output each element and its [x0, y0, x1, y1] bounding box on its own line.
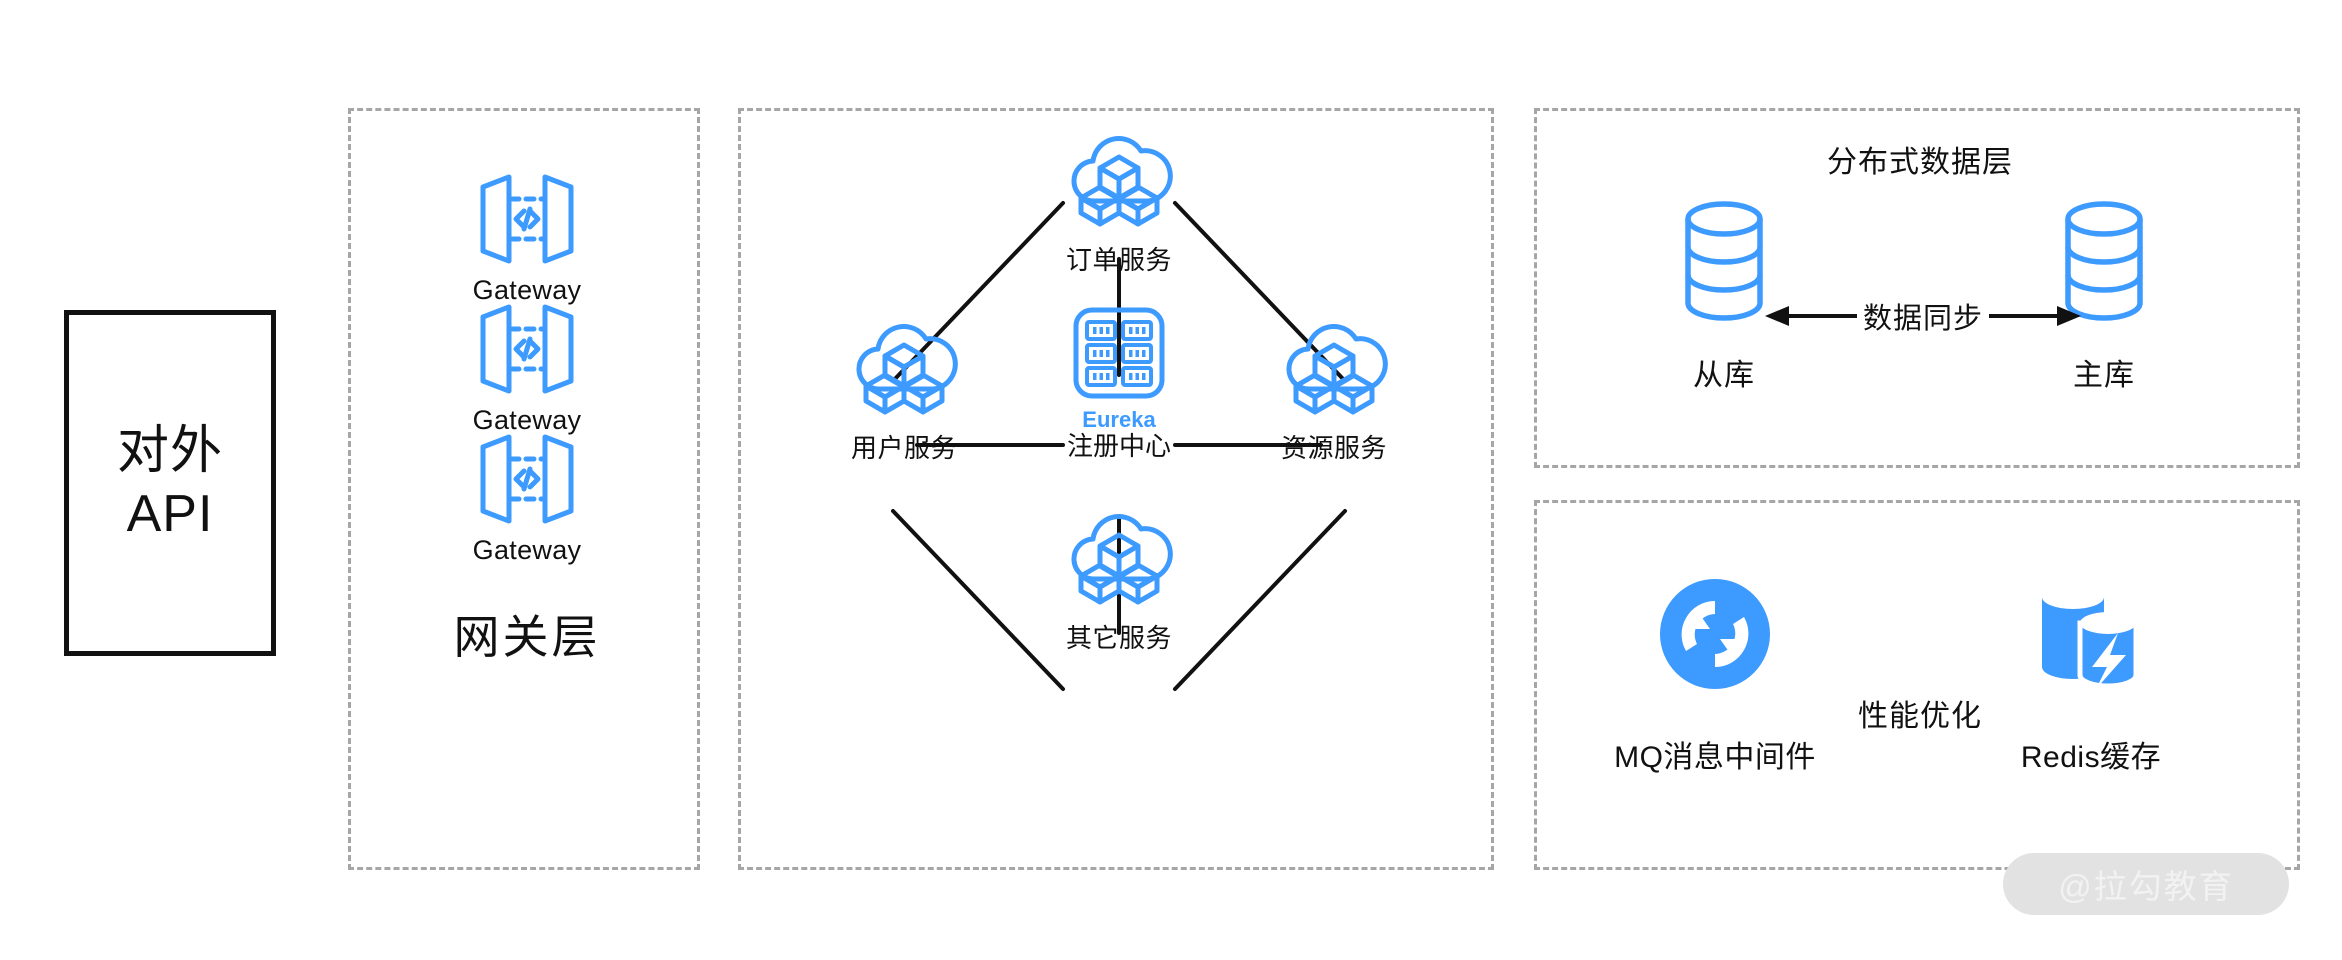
- data-layer-group: 分布式数据层 从库 主库: [1534, 108, 2300, 468]
- gateway-node-3-label: Gateway: [472, 535, 582, 565]
- arrow-right-icon: [1989, 306, 2081, 326]
- cloud-cubes-icon: [1071, 136, 1173, 227]
- edge-user-order: [891, 201, 1065, 383]
- service-layer-group: 订单服务 用户服务: [738, 108, 1494, 870]
- performance-layer-group: MQ消息中间件 Redis缓存 性能优化: [1534, 500, 2300, 870]
- external-api-line-2: API: [126, 485, 214, 543]
- cloud-cubes-icon: [1286, 324, 1388, 415]
- cloud-cubes-icon: [1071, 514, 1173, 605]
- arrow-left-icon: [1764, 306, 1857, 326]
- server-rack-icon: [1073, 307, 1165, 399]
- database-node-master-label: 主库: [2073, 359, 2135, 392]
- data-sync-label: 数据同步: [1862, 303, 1983, 335]
- service-node-other: 其它服务: [1004, 503, 1234, 655]
- service-registry-node: Eureka 注册中心: [1004, 303, 1234, 462]
- gateway-node-3: Gateway: [351, 429, 703, 566]
- external-api-line-1: 对外: [116, 421, 223, 480]
- api-gateway-icon: [480, 304, 574, 394]
- gateway-node-1: Gateway: [351, 169, 703, 306]
- cache-node-redis: Redis缓存: [1941, 575, 2241, 776]
- message-queue-sync-icon: [1660, 579, 1770, 689]
- external-api-box: 对外 API: [64, 310, 276, 656]
- api-gateway-icon: [480, 174, 574, 264]
- service-node-resource-label: 资源服务: [1280, 433, 1387, 463]
- service-node-order: 订单服务: [1004, 125, 1234, 277]
- middleware-node-mq: MQ消息中间件: [1565, 575, 1865, 776]
- database-cylinder-icon: [2065, 201, 2143, 321]
- database-node-slave-label: 从库: [1693, 359, 1755, 392]
- edge-order-resource: [1173, 201, 1347, 383]
- edge-user-other: [891, 509, 1065, 691]
- redis-cache-icon: [2042, 585, 2139, 689]
- gateway-layer-group: Gateway Gateway: [348, 108, 700, 870]
- service-node-resource: 资源服务: [1219, 313, 1449, 465]
- service-node-order-label: 订单服务: [1065, 245, 1172, 275]
- database-node-master: 主库: [1989, 197, 2219, 394]
- service-registry-label: 注册中心: [1066, 431, 1171, 462]
- cache-node-redis-label: Redis缓存: [2020, 741, 2162, 774]
- data-layer-title: 分布式数据层: [1827, 146, 2013, 179]
- middleware-node-mq-label: MQ消息中间件: [1614, 741, 1816, 774]
- service-node-user-label: 用户服务: [850, 433, 957, 463]
- gateway-node-2: Gateway: [351, 299, 703, 436]
- performance-layer-middle-label: 性能优化: [1858, 700, 1982, 733]
- edge-other-resource: [1173, 509, 1347, 691]
- database-cylinder-icon: [1685, 201, 1763, 321]
- service-node-other-label: 其它服务: [1065, 623, 1172, 653]
- service-node-user: 用户服务: [789, 313, 1019, 465]
- data-sync-connector: 数据同步: [1723, 295, 2123, 337]
- database-node-slave: 从库: [1609, 197, 1839, 394]
- api-gateway-icon: [480, 434, 574, 524]
- gateway-node-2-label: Gateway: [472, 405, 582, 435]
- service-registry-name: Eureka: [1082, 407, 1156, 432]
- cloud-cubes-icon: [856, 324, 958, 415]
- gateway-node-1-label: Gateway: [472, 275, 582, 305]
- gateway-layer-title: 网关层: [453, 611, 601, 663]
